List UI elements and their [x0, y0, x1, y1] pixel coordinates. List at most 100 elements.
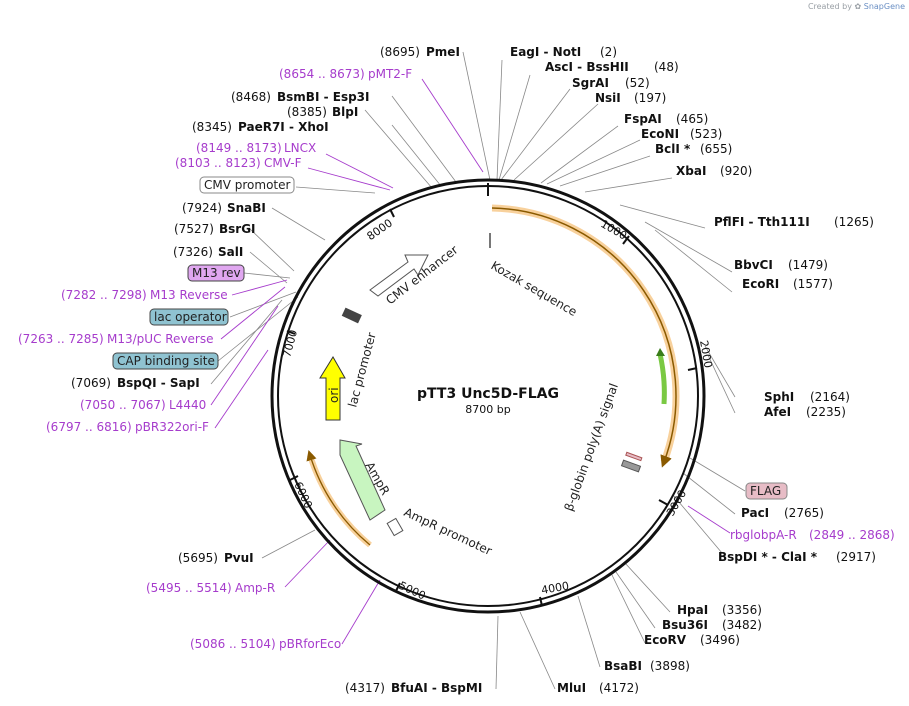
- polya-block: [620, 459, 642, 473]
- enzyme-label[interactable]: BspDI * - ClaI *: [718, 550, 818, 564]
- enzyme-position: (3898): [650, 659, 690, 673]
- primer-name[interactable]: rbglobpA-R: [730, 528, 797, 542]
- boxed-features: CMV promoter M13 rev lac operator CAP bi…: [112, 176, 788, 500]
- enzyme-position: (8345): [192, 120, 232, 134]
- cap-binding-site-label[interactable]: CAP binding site: [117, 354, 215, 368]
- primer-name[interactable]: pMT2-F: [368, 67, 412, 81]
- cmv-enhancer-arrow: [369, 254, 429, 297]
- enzyme-position: (465): [676, 112, 708, 126]
- enzyme-label[interactable]: SnaBI: [227, 201, 266, 215]
- enzyme-position: (8695): [380, 45, 420, 59]
- enzyme-label[interactable]: AfeI: [764, 405, 791, 419]
- enzyme-position: (4317): [345, 681, 385, 695]
- primer-name[interactable]: M13/pUC Reverse: [107, 332, 214, 346]
- enzyme-position: (7326): [173, 245, 213, 259]
- m13-rev-label[interactable]: M13 rev: [192, 266, 241, 280]
- enzyme-label[interactable]: BsrGI: [219, 222, 256, 236]
- enzyme-label[interactable]: FspAI: [624, 112, 662, 126]
- enzyme-label[interactable]: Bsu36I: [662, 618, 708, 632]
- enzyme-position: (8385): [287, 105, 327, 119]
- enzyme-label[interactable]: SalI: [218, 245, 243, 259]
- cmv-promoter-label[interactable]: CMV promoter: [204, 178, 291, 192]
- ori-label: ori: [327, 387, 341, 403]
- enzyme-label[interactable]: SphI: [764, 390, 794, 404]
- enzyme-position: (7527): [174, 222, 214, 236]
- enzyme-label[interactable]: AscI - BssHII: [545, 60, 629, 74]
- enzyme-label[interactable]: PacI: [741, 506, 769, 520]
- enzyme-label[interactable]: PvuI: [224, 551, 254, 565]
- tick-8000: 8000: [365, 216, 395, 243]
- enzyme-label[interactable]: XbaI: [676, 164, 706, 178]
- enzyme-label[interactable]: NsiI: [595, 91, 621, 105]
- enzyme-position: (2765): [784, 506, 824, 520]
- enzyme-label[interactable]: BbvCI: [734, 258, 773, 272]
- primer-name[interactable]: CMV-F: [264, 156, 302, 170]
- enzyme-position: (1265): [834, 215, 874, 229]
- primer-name[interactable]: pBR322ori-F: [135, 420, 209, 434]
- primer-name[interactable]: pBRforEco: [279, 637, 341, 651]
- tick-2000: 2000: [697, 339, 715, 369]
- enzyme-label[interactable]: PaeR7I - XhoI: [238, 120, 329, 134]
- enzyme-position: (1479): [788, 258, 828, 272]
- snapgene-credit: Created by ✿ SnapGene: [808, 2, 905, 11]
- enzyme-label[interactable]: EcoRI: [742, 277, 779, 291]
- enzyme-position: (1577): [793, 277, 833, 291]
- enzyme-position: (523): [690, 127, 722, 141]
- primer-range: (7050 .. 7067): [80, 398, 166, 412]
- flag-label[interactable]: FLAG: [750, 484, 781, 498]
- enzyme-position: (920): [720, 164, 752, 178]
- enzyme-position: (197): [634, 91, 666, 105]
- enzyme-label[interactable]: BspQI - SapI: [117, 376, 200, 390]
- enzyme-label[interactable]: EcoNI: [641, 127, 679, 141]
- enzyme-label[interactable]: BfuAI - BspMI: [391, 681, 482, 695]
- flag-block: [625, 451, 643, 462]
- primer-name[interactable]: L4440: [169, 398, 206, 412]
- enzyme-position: (3496): [700, 633, 740, 647]
- enzyme-label[interactable]: MluI: [557, 681, 586, 695]
- enzyme-position: (48): [654, 60, 679, 74]
- enzyme-label[interactable]: BsaBI: [604, 659, 642, 673]
- enzyme-position: (655): [700, 142, 732, 156]
- enzyme-position: (8468): [231, 90, 271, 104]
- enzyme-label[interactable]: BlpI: [332, 105, 358, 119]
- plasmid-name: pTT3 Unc5D-FLAG: [417, 386, 559, 402]
- plasmid-size: 8700 bp: [465, 403, 510, 416]
- enzyme-position: (52): [625, 76, 650, 90]
- m13-rev-box: [187, 264, 245, 282]
- primer-range: (7282 .. 7298): [61, 288, 147, 302]
- cmv-promoter-box: [199, 176, 295, 194]
- primer-name[interactable]: Amp-R: [235, 581, 275, 595]
- enzyme-label[interactable]: EagI - NotI: [510, 45, 581, 59]
- enzyme-position: (2917): [836, 550, 876, 564]
- primer-name[interactable]: LNCX: [284, 141, 316, 155]
- green-feature-head: [656, 348, 665, 356]
- enzyme-label[interactable]: PmeI: [426, 45, 460, 59]
- primer-name[interactable]: M13 Reverse: [150, 288, 228, 302]
- enzyme-label[interactable]: EcoRV: [644, 633, 687, 647]
- enzyme-position: (2235): [806, 405, 846, 419]
- enzyme-label[interactable]: SgrAI: [572, 76, 609, 90]
- flag-box: [745, 482, 788, 500]
- primer-range: (8103 .. 8123): [175, 156, 261, 170]
- primer-labels: (8654 .. 8673) pMT2-F (8149 .. 8173) LNC…: [18, 67, 895, 651]
- leader-lines: [210, 51, 746, 690]
- credit-brand: SnapGene: [863, 2, 905, 11]
- primer-range: (7263 .. 7285): [18, 332, 104, 346]
- primer-range: (8149 .. 8173): [196, 141, 282, 155]
- enzyme-label[interactable]: BclI *: [655, 142, 691, 156]
- polya-label: β-globin poly(A) signal: [562, 381, 621, 513]
- credit-prefix: Created by: [807, 2, 852, 11]
- right-enzymes: EagI - NotI (2) AscI - BssHII (48) SgrAI…: [510, 45, 876, 695]
- orf-glow: [491, 204, 680, 464]
- cap-binding-site-box: [112, 352, 219, 370]
- lac-operator-label[interactable]: lac operator: [154, 310, 227, 324]
- enzyme-label[interactable]: BsmBI - Esp3I: [277, 90, 369, 104]
- enzyme-position: (4172): [599, 681, 639, 695]
- tick-7000: 7000: [280, 328, 300, 358]
- ampr-arrow: [339, 439, 386, 521]
- enzyme-label[interactable]: PflFI - Tth111I: [714, 215, 810, 229]
- primer-range: (6797 .. 6816): [46, 420, 132, 434]
- enzyme-label[interactable]: HpaI: [677, 603, 708, 617]
- lac-promoter-block: [341, 307, 362, 324]
